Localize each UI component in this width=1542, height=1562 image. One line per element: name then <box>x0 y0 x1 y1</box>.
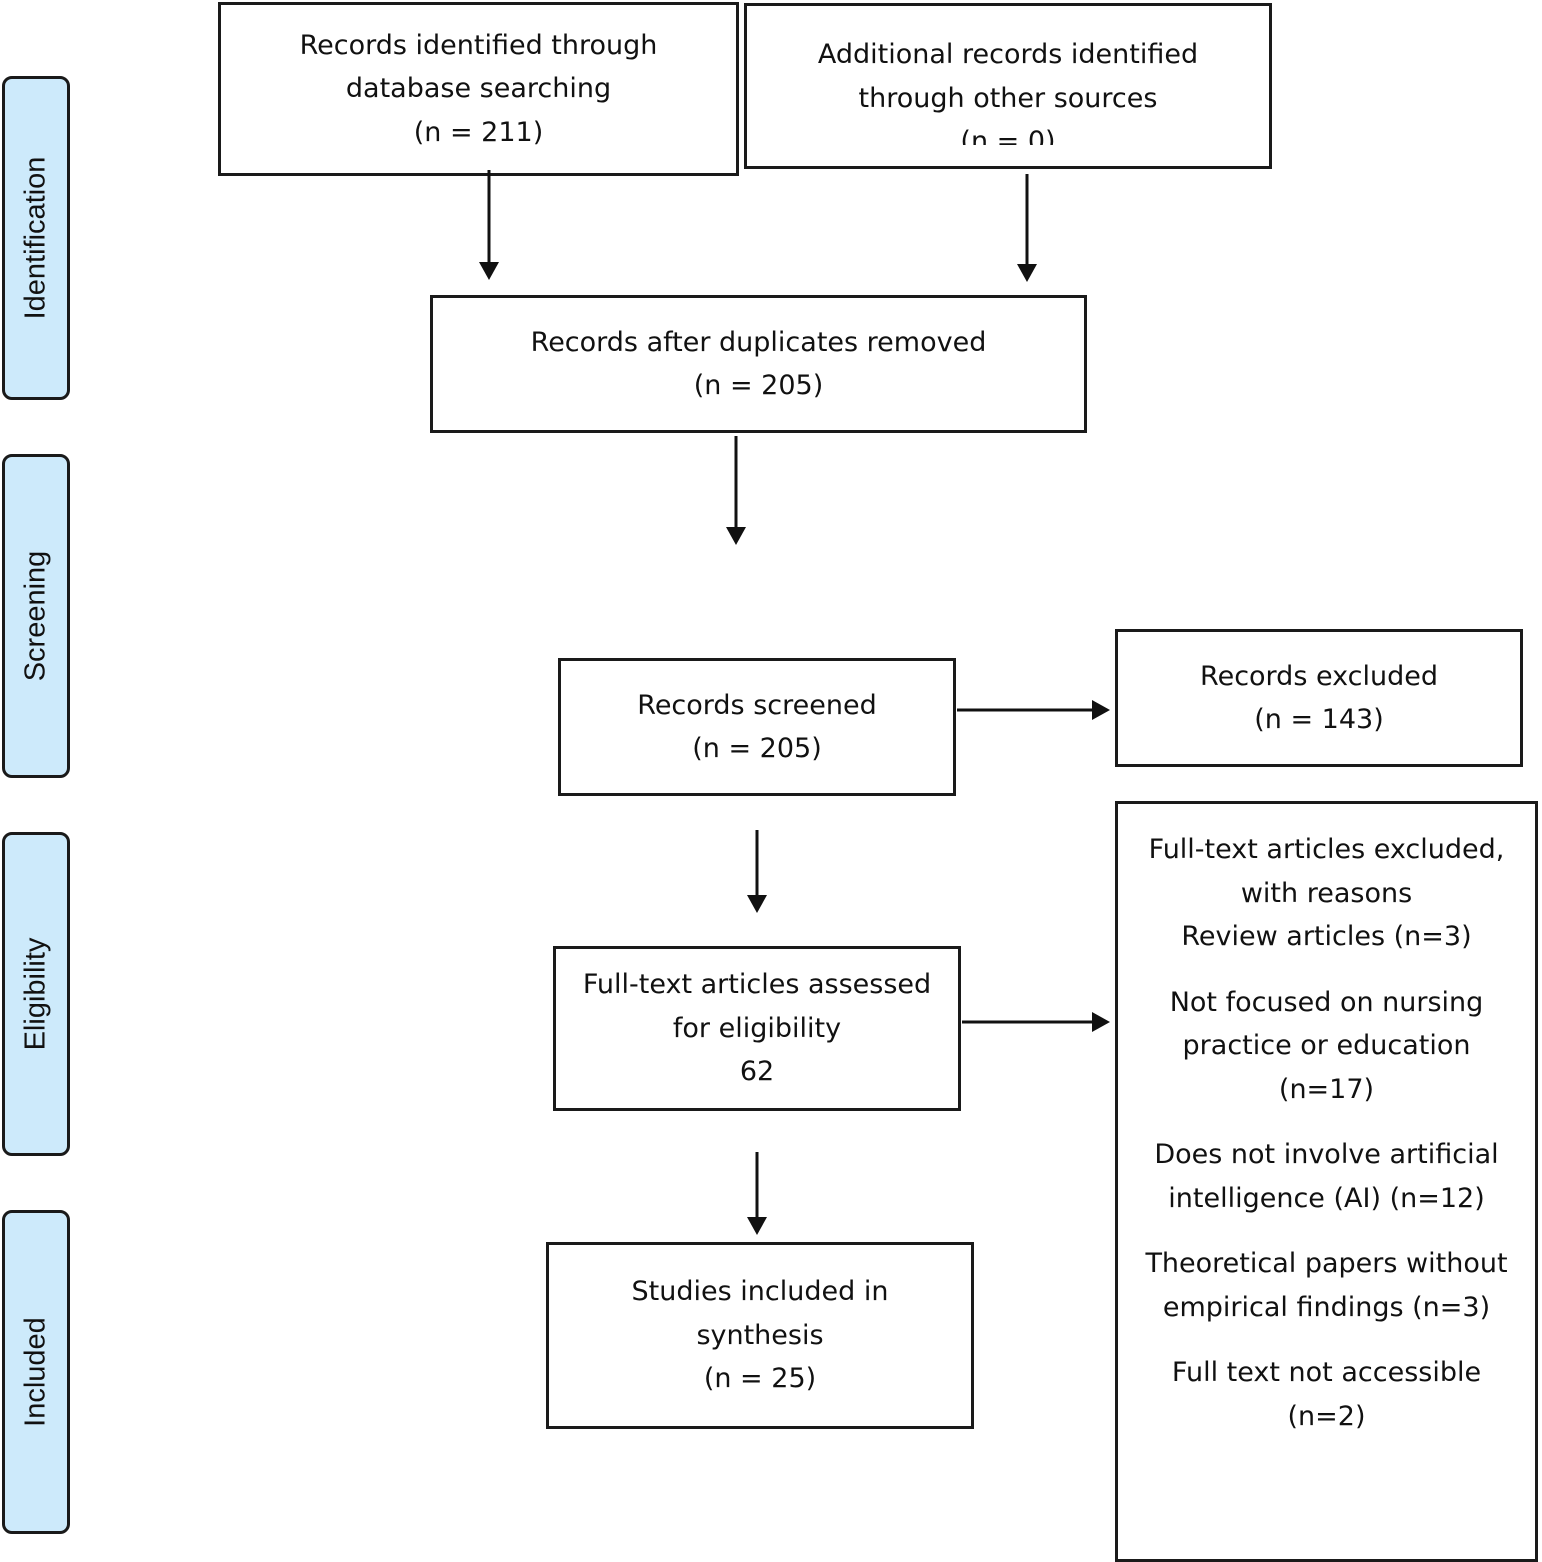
exclusion-reason-line: (n=2) <box>1287 1400 1366 1432</box>
stage-identification-tab: Identification <box>2 76 70 400</box>
fulltext-assessed-line1: Full-text articles assessed <box>582 969 932 1001</box>
deduplicated-records-box: Records after duplicates removed (n = 20… <box>430 295 1087 433</box>
exclusion-reason-not-nursing: Not focused on nursing practice or educa… <box>1118 981 1535 1112</box>
records-excluded-count: (n = 143) <box>1254 704 1384 735</box>
records-excluded-line1: Records excluded <box>1200 660 1438 692</box>
exclusion-reason-line: Theoretical papers without <box>1145 1248 1508 1279</box>
stage-included-tab: Included <box>2 1210 70 1534</box>
exclusion-reason-line: Does not involve artificial <box>1154 1139 1499 1170</box>
exclusion-reason-not-accessible: Full text not accessible (n=2) <box>1118 1351 1535 1438</box>
stage-screening-tab: Screening <box>2 454 70 778</box>
arrow-fulltext-to-excluded-head <box>1092 1012 1110 1032</box>
arrow-other-to-dedup-head <box>1017 264 1037 282</box>
arrow-screened-to-excluded-head <box>1092 700 1110 720</box>
fulltext-assessed-count: 62 <box>739 1056 775 1088</box>
deduplicated-records-line1: Records after duplicates removed <box>530 326 987 358</box>
exclusion-reason-review: Review articles (n=3) <box>1118 915 1535 959</box>
exclusion-reason-line: (n=17) <box>1278 1073 1375 1105</box>
studies-included-box: Studies included in synthesis (n = 25) <box>546 1242 974 1429</box>
exclusion-reason-theoretical: Theoretical papers without empirical fin… <box>1118 1242 1535 1329</box>
database-records-line1: Records identified through <box>299 29 658 61</box>
fulltext-excluded-header1: Full-text articles excluded, <box>1148 834 1505 865</box>
database-records-count: (n = 211) <box>413 116 544 148</box>
records-excluded-box: Records excluded (n = 143) <box>1115 629 1523 767</box>
records-screened-count: (n = 205) <box>692 733 822 764</box>
arrow-screened-to-fulltext-head <box>747 895 767 913</box>
fulltext-excluded-header2: with reasons <box>1240 877 1413 909</box>
exclusion-reason-line: practice or education <box>1182 1030 1471 1061</box>
studies-included-line1: Studies included in <box>631 1276 889 1308</box>
records-screened-line1: Records screened <box>637 689 877 721</box>
exclusion-reason-line: Full text not accessible <box>1171 1357 1482 1388</box>
database-records-line2: database searching <box>345 73 612 105</box>
fulltext-assessed-line2: for eligibility <box>672 1012 842 1044</box>
other-sources-box: Additional records identified through ot… <box>744 3 1272 169</box>
arrow-database-to-dedup-head <box>479 262 499 280</box>
other-sources-line2: through other sources <box>858 82 1158 114</box>
fulltext-assessed-box: Full-text articles assessed for eligibil… <box>553 946 961 1111</box>
exclusion-reason-no-ai: Does not involve artificial intelligence… <box>1118 1133 1535 1220</box>
other-sources-line1: Additional records identified <box>817 39 1199 70</box>
arrow-dedup-to-screened-head <box>726 527 746 545</box>
exclusion-reason-line: Not focused on nursing <box>1169 986 1484 1018</box>
stage-eligibility-tab: Eligibility <box>2 832 70 1156</box>
exclusion-reason-line: Review articles (n=3) <box>1181 921 1472 952</box>
arrow-fulltext-to-included-head <box>747 1217 767 1235</box>
exclusion-reason-line: empirical findings (n=3) <box>1162 1291 1491 1323</box>
deduplicated-records-count: (n = 205) <box>693 370 824 401</box>
studies-included-count: (n = 25) <box>703 1363 817 1395</box>
fulltext-excluded-box: Full-text articles excluded, with reason… <box>1115 801 1538 1562</box>
exclusion-reason-line: intelligence (AI) (n=12) <box>1168 1182 1485 1214</box>
studies-included-line2: synthesis <box>696 1319 824 1351</box>
records-screened-box: Records screened (n = 205) <box>558 658 956 796</box>
other-sources-count: (n = 0) <box>960 126 1056 145</box>
database-records-box: Records identified through database sear… <box>218 2 739 176</box>
